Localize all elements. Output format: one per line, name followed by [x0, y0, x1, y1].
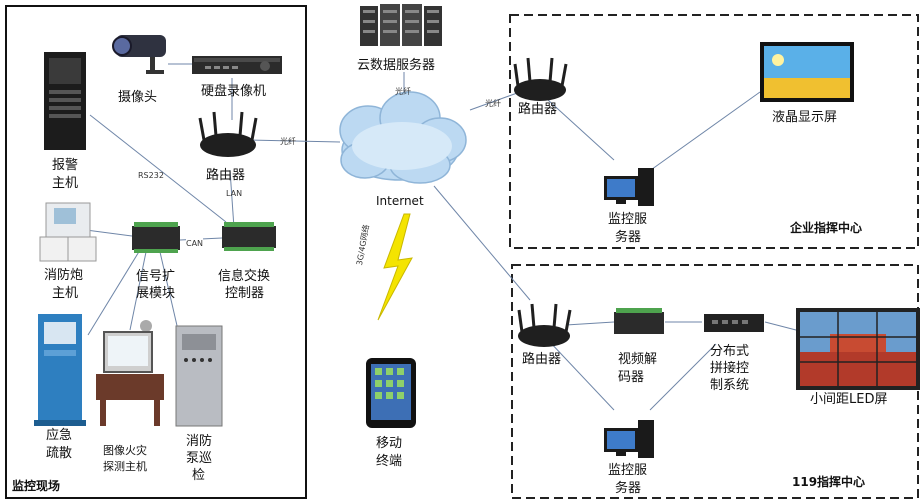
dvr-label: 硬盘录像机 [201, 84, 267, 99]
site-zone [5, 5, 307, 499]
fire-cannon-label-2: 主机 [52, 286, 79, 301]
fiber-label-2: 光纤 [280, 137, 296, 146]
monitor-enterprise-label-2: 务器 [615, 230, 642, 245]
mobile-label-2: 终端 [376, 454, 403, 469]
fire-cannon-label-1: 消防炮 [44, 268, 84, 283]
wireless-bolt-icon [377, 213, 413, 321]
info-switch-controller-icon [222, 222, 276, 251]
decoder-label-1: 视频解 [618, 352, 658, 367]
pump-inspection-icon [175, 325, 223, 427]
splicer-label-2: 拼接控 [710, 361, 750, 376]
pump-label-3: 检 [192, 468, 206, 483]
internet-label: Internet [376, 194, 424, 208]
cloud-server-label: 云数据服务器 [357, 58, 436, 73]
lcd-label: 液晶显示屏 [772, 110, 838, 125]
image-fire-label-1: 图像火灾 [103, 444, 147, 457]
led-wall-icon [796, 308, 920, 390]
pump-label-2: 泵巡 [186, 451, 213, 466]
led-label: 小间距LED屏 [810, 392, 888, 407]
enterprise-zone-title: 企业指挥中心 [790, 221, 863, 235]
connections [85, 63, 797, 411]
monitor-enterprise-label-1: 监控服 [608, 212, 648, 227]
enterprise-zone [509, 14, 919, 249]
router-119-label: 路由器 [522, 352, 562, 367]
video-decoder-icon [614, 308, 664, 334]
info-switch-label-1: 信息交换 [218, 269, 271, 284]
router-enterprise-label: 路由器 [518, 102, 558, 117]
c119-zone-title: 119指挥中心 [792, 475, 866, 489]
monitor-server-icon-119 [604, 420, 654, 458]
fiber-label-1: 光纤 [395, 87, 411, 96]
monitor-119-label-1: 监控服 [608, 463, 648, 478]
image-fire-label-2: 探测主机 [103, 460, 147, 473]
evac-label-1: 应急 [46, 428, 73, 443]
rs232-label: RS232 [138, 171, 164, 180]
splicer-label-3: 制系统 [710, 378, 750, 393]
alarm-host-label-2: 主机 [52, 176, 79, 191]
decoder-label-2: 码器 [618, 370, 645, 385]
alarm-host-label-1: 报警 [52, 158, 79, 173]
dvr-icon [192, 56, 282, 74]
lan-label: LAN [226, 189, 243, 198]
splicing-controller-icon [704, 314, 764, 332]
site-zone-title: 监控现场 [12, 479, 61, 493]
monitor-server-icon-enterprise [604, 168, 654, 206]
can-label: CAN [186, 236, 204, 252]
image-fire-host-icon [96, 320, 164, 426]
pump-label-1: 消防 [186, 434, 213, 449]
camera-icon [112, 35, 166, 74]
server-rack-icon [360, 4, 442, 46]
lcd-display-icon [760, 42, 854, 102]
evac-label-2: 疏散 [46, 446, 73, 461]
router-icon-119 [517, 303, 572, 347]
router-site-label: 路由器 [206, 168, 246, 183]
info-switch-label-2: 控制器 [225, 286, 265, 301]
fire-cannon-host-icon [39, 202, 97, 262]
mobile-terminal-icon [366, 358, 416, 428]
emergency-evac-icon [34, 314, 86, 426]
alarm-host-icon [44, 52, 86, 150]
splicer-label-1: 分布式 [710, 344, 750, 359]
camera-label: 摄像头 [118, 90, 158, 105]
signal-ext-label-2: 展模块 [136, 286, 176, 301]
mobile-label-1: 移动 [376, 436, 403, 451]
signal-ext-label-1: 信号扩 [136, 269, 176, 284]
monitor-119-label-2: 务器 [615, 481, 642, 496]
fiber-label-3: 光纤 [485, 99, 501, 108]
signal-ext-module-icon [132, 222, 180, 253]
router-icon-enterprise [513, 57, 568, 101]
router-icon-site [198, 111, 258, 157]
